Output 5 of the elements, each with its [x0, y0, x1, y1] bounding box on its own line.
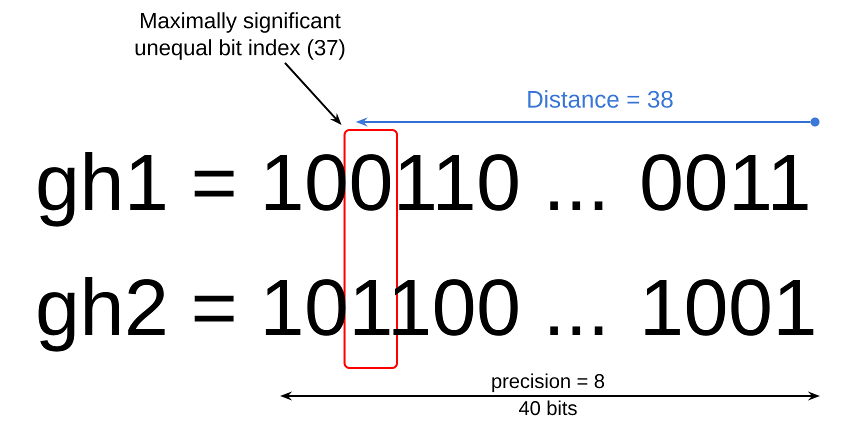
- endpoint-dot: [810, 118, 820, 126]
- dimension-label: 40 bits: [519, 400, 577, 416]
- dimension-label: precision = 8: [492, 374, 604, 392]
- callout-text: Maximally significant unequal bit index (37): [136, 12, 344, 60]
- edge-label: Distance = 38: [528, 90, 673, 108]
